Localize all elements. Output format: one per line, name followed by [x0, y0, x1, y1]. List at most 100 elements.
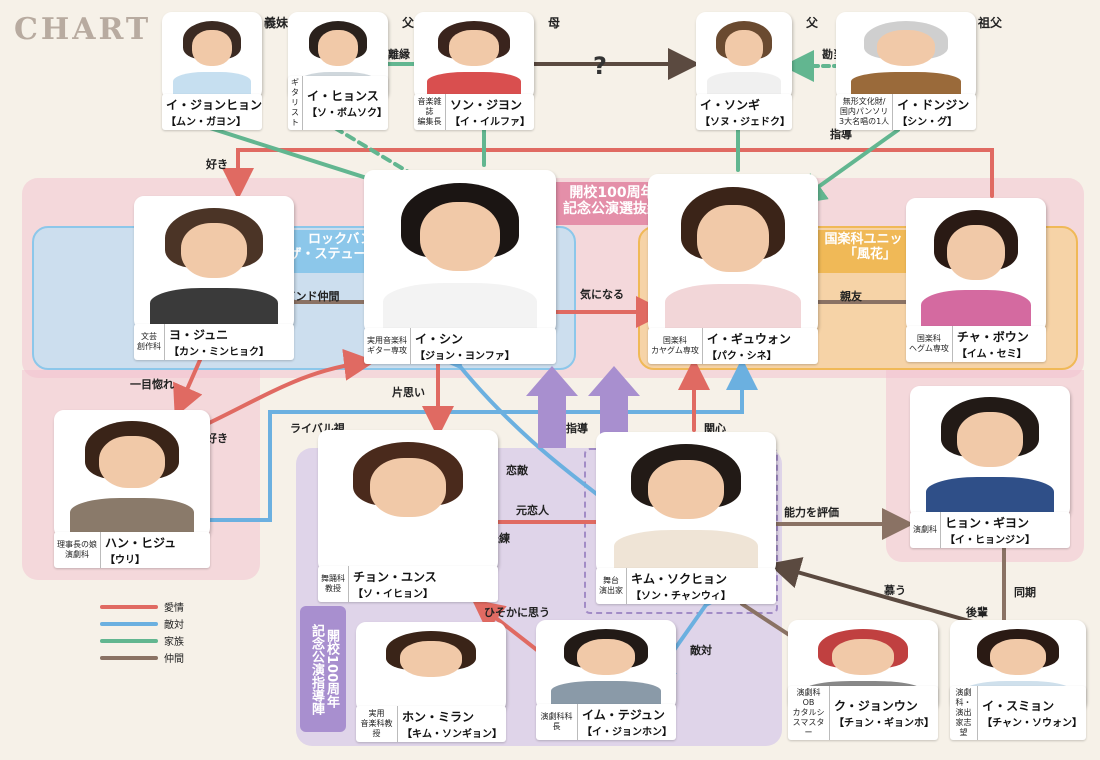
- legend-swatch: [100, 655, 158, 660]
- name-box: 演劇科・ 演出家志望イ・スミョン【チャン・ソウォン】: [950, 686, 1086, 740]
- character-card-sokhyon: 舞台 演出家キム・ソクヒョン【ソン・チャンウィ】: [596, 432, 776, 604]
- label-rikon: 離縁: [388, 48, 410, 61]
- name-box: イ・ジョンヒョン【ムン・ガヨン】: [162, 94, 262, 130]
- character-card-miran: 実用 音楽科教授ホン・ミラン【キム・ソンギョン】: [356, 622, 506, 742]
- character-name: イム・テジュン: [582, 708, 665, 722]
- shido-arrows: [526, 366, 640, 448]
- character-card-shin: 実用音楽科 ギター専攻イ・シン【ジョン・ヨンファ】: [364, 170, 556, 364]
- legend-swatch: [100, 621, 158, 626]
- portrait-jiyon: [414, 12, 534, 100]
- name-box: 実用音楽科 ギター専攻イ・シン【ジョン・ヨンファ】: [364, 328, 556, 364]
- shido-arrow-left: [526, 366, 578, 448]
- label-kataomoi: 片思い: [392, 386, 425, 399]
- character-card-juni: 文芸 創作科ヨ・ジュニ【カン・ミンヒョク】: [134, 196, 294, 360]
- actor-name: 【ソン・チャンウィ】: [631, 591, 731, 602]
- label-nouryoku: 能力を評価: [784, 506, 839, 519]
- character-card-hyonsu: ギタリストイ・ヒョンス【ソ・ボムソク】 父: [288, 12, 414, 130]
- character-name: イ・ドンジン: [897, 98, 970, 112]
- label-shinyu: 親友: [840, 290, 862, 303]
- label-suki-top: 好き: [206, 158, 228, 171]
- family-tag: 父: [805, 16, 818, 30]
- character-name: ハン・ヒジュ: [105, 536, 177, 550]
- character-role: 実用 音楽科教授: [356, 706, 398, 742]
- portrait-gyuwon: [648, 174, 818, 334]
- legend: 愛情敵対家族仲間: [100, 598, 184, 666]
- character-name: チャ・ボウン: [956, 330, 1029, 344]
- character-card-sumin: 演劇科・ 演出家志望イ・スミョン【チャン・ソウォン】: [950, 620, 1086, 740]
- name-box: 舞踊科 教授チョン・ユンス【ソ・イヒョン】: [318, 566, 498, 602]
- character-role: 無形文化財/ 国内パンソリ 3大名唱の1人: [836, 94, 894, 130]
- label-kininaru: 気になる: [580, 288, 624, 301]
- character-role: 国楽科 ヘグム専攻: [906, 326, 953, 362]
- character-card-bowun: 国楽科 ヘグム専攻チャ・ボウン【イム・セミ】: [906, 198, 1046, 362]
- actor-name: 【ソ・イヒョン】: [353, 589, 433, 600]
- shido-arrow-right: [588, 366, 640, 448]
- character-card-donjin: 無形文化財/ 国内パンソリ 3大名唱の1人イ・ドンジン【シン・グ】 祖父: [836, 12, 1002, 130]
- actor-name: 【イム・セミ】: [956, 349, 1027, 360]
- line-love-hitomebore: [173, 358, 203, 418]
- actor-name: 【パク・シネ】: [706, 351, 777, 362]
- character-card-gyon: 演劇科ヒョン・ギヨン【イ・ヒョンジン】: [910, 386, 1070, 548]
- name-box: 演劇科ヒョン・ギヨン【イ・ヒョンジン】: [910, 512, 1070, 548]
- name-box: イ・ソンギ【ソヌ・ジェドク】: [696, 94, 792, 130]
- name-box: 理事長の娘 演劇科ハン・ヒジュ【ウリ】: [54, 532, 210, 568]
- label-kanshin: 関心: [704, 422, 726, 435]
- character-card-tejun: 演劇科科長イム・テジュン【イ・ジョンホン】: [536, 620, 676, 740]
- chart-title: CHART: [14, 12, 152, 47]
- portrait-sokhyon: [596, 432, 776, 574]
- label-shido-top: 指導: [830, 128, 852, 141]
- character-card-hiju: 理事長の娘 演劇科ハン・ヒジュ【ウリ】: [54, 410, 210, 568]
- actor-name: 【カン・ミンヒョク】: [169, 347, 269, 358]
- legend-item: 愛情: [100, 598, 184, 615]
- name-box: 無形文化財/ 国内パンソリ 3大名唱の1人イ・ドンジン【シン・グ】: [836, 94, 976, 130]
- character-name: イ・ヒョンス: [307, 89, 379, 103]
- character-role: 音楽雑誌 編集長: [414, 94, 446, 130]
- family-tag: 祖父: [977, 16, 1002, 30]
- actor-name: 【ソ・ボムソク】: [307, 108, 387, 119]
- character-name: ヒョン・ギヨン: [945, 516, 1030, 530]
- label-sitau: 慕う: [884, 584, 906, 597]
- actor-name: 【イ・イルファ】: [450, 117, 530, 128]
- qmark-parents: ?: [593, 52, 607, 80]
- portrait-bowun: [906, 198, 1046, 332]
- portrait-shin: [364, 170, 556, 334]
- character-card-gyuwon: 国楽科 カヤグム専攻イ・ギュウォン【パク・シネ】: [648, 174, 818, 364]
- actor-name: 【チャン・ソウォン】: [982, 718, 1082, 729]
- legend-item: 敵対: [100, 615, 184, 632]
- actor-name: 【チョン・ギョンホ】: [834, 718, 934, 729]
- label-hitomebore: 一目惚れ: [130, 378, 174, 391]
- character-role: 理事長の娘 演劇科: [54, 532, 101, 568]
- label-shido-mid: 指導: [566, 422, 588, 435]
- actor-name: 【ソヌ・ジェドク】: [700, 117, 790, 128]
- character-name: ク・ジョンウン: [834, 699, 918, 713]
- name-box: 舞台 演出家キム・ソクヒョン【ソン・チャンウィ】: [596, 568, 776, 604]
- portrait-juni: [134, 196, 294, 330]
- label-motokoi: 元恋人: [516, 504, 549, 517]
- line-rival-hiju: [208, 358, 758, 522]
- family-tag: 父: [401, 16, 414, 30]
- faculty-title: 開校100周年 記念公演指導陣: [300, 606, 346, 732]
- character-role: 国楽科 カヤグム専攻: [648, 328, 703, 364]
- character-role: 舞台 演出家: [596, 568, 627, 604]
- family-tag: 義妹: [263, 16, 288, 30]
- label-band: バンド仲間: [284, 290, 340, 303]
- actor-name: 【ウリ】: [105, 555, 145, 566]
- character-name: イ・シン: [415, 332, 464, 346]
- legend-swatch: [100, 638, 158, 643]
- character-role: ギタリスト: [288, 76, 303, 130]
- portrait-yunsu: [318, 430, 498, 572]
- name-box: ギタリストイ・ヒョンス【ソ・ボムソク】: [288, 76, 388, 130]
- portrait-donjin: [836, 12, 976, 100]
- actor-name: 【イ・ジョンホン】: [582, 727, 672, 738]
- character-name: ホン・ミラン: [402, 710, 475, 724]
- character-card-jonghyun: イ・ジョンヒョン【ムン・ガヨン】 義妹: [162, 12, 288, 130]
- legend-label: 家族: [164, 637, 184, 648]
- actor-name: 【キム・ソンギョン】: [402, 729, 502, 740]
- actor-name: 【イ・ヒョンジン】: [945, 535, 1035, 546]
- portrait-tejun: [536, 620, 676, 710]
- character-role: 文芸 創作科: [134, 324, 165, 360]
- label-kohai: 後輩: [966, 606, 988, 619]
- character-name: チョン・ユンス: [353, 570, 437, 584]
- legend-label: 仲間: [164, 654, 184, 665]
